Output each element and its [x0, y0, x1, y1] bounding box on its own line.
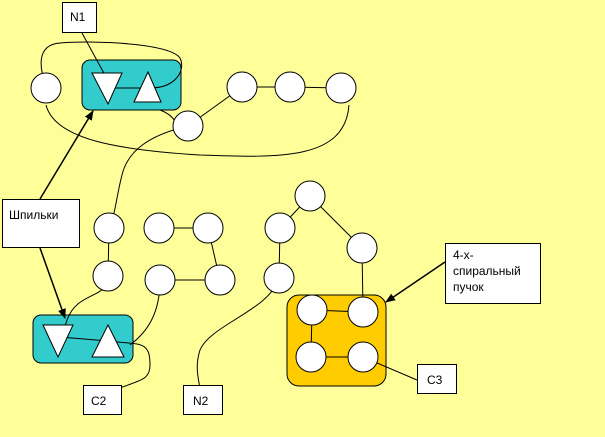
strand-up-triangle-bottom [91, 323, 125, 358]
helix-circle [30, 72, 62, 104]
helix-circle [226, 71, 258, 103]
label-c3: C3 [417, 364, 457, 394]
middle-chain [159, 227, 221, 281]
c2-tail [107, 340, 151, 389]
helix-circle [93, 212, 125, 244]
helix-circle [264, 212, 296, 244]
bundle-circle [295, 341, 327, 373]
bundle-arrow [385, 261, 446, 303]
helix-circle [204, 264, 236, 296]
label-four-helix-bundle: 4-х- спиральный пучок [445, 243, 541, 304]
helix-circle [172, 110, 204, 142]
bundle-circle [347, 296, 379, 328]
helix-circle [144, 264, 176, 296]
n2-tail [196, 277, 280, 389]
strand-down-triangle-top [91, 72, 123, 106]
helix-circle [346, 232, 378, 264]
helix-circle [263, 262, 295, 294]
hairpin-arrow-up [39, 110, 94, 200]
helix-circle [143, 212, 175, 244]
strand-up-triangle-top [133, 70, 162, 103]
helix-circle [325, 72, 357, 104]
label-n2: N2 [183, 385, 223, 415]
bundle-circle [347, 341, 379, 373]
bottom-curve-top [45, 104, 350, 157]
loop-top [40, 41, 182, 89]
label-c2: C2 [83, 385, 122, 415]
upper-chain [187, 86, 342, 127]
hairpin-arrow-down [39, 247, 66, 319]
helix-circle [192, 212, 224, 244]
label-n1: N1 [62, 2, 97, 33]
helix-circle [274, 71, 306, 103]
helix-circle [92, 260, 124, 292]
descend-from-upper [108, 125, 189, 229]
bundle-circle [296, 294, 328, 326]
n1-connector [81, 32, 107, 78]
label-hairpins: Шпильки [2, 199, 80, 248]
strand-down-triangle-bottom [42, 324, 74, 359]
helix-circle [294, 180, 326, 212]
